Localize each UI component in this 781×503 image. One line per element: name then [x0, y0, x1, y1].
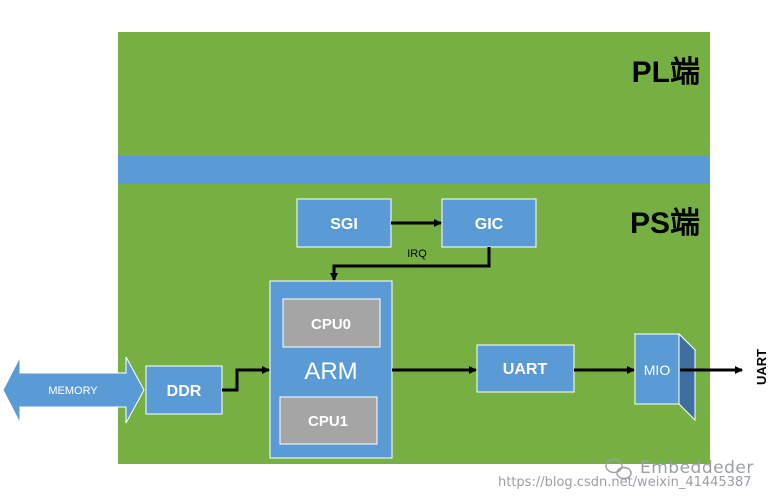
gic-block — [441, 198, 537, 248]
mio-box-side — [678, 332, 696, 422]
arm-label: ARM — [304, 358, 357, 385]
sgi-label: SGI — [330, 216, 358, 233]
gic-label: GIC — [475, 216, 504, 233]
ddr-label: DDR — [167, 383, 202, 400]
pl-region-label: PL端 — [632, 56, 700, 89]
memory-double-arrow — [2, 356, 145, 424]
ddr-block — [145, 365, 223, 415]
cpu0-block — [282, 298, 381, 348]
irq-label: IRQ — [407, 248, 427, 260]
cpu0-label: CPU0 — [311, 316, 351, 333]
memory-label: MEMORY — [48, 385, 98, 397]
uart-block — [476, 344, 575, 393]
sgi-block — [296, 198, 392, 248]
cpu1-label: CPU1 — [308, 413, 348, 430]
uart-label: UART — [503, 361, 548, 378]
watermark-url: https://blog.csdn.net/weixin_41445387 — [498, 475, 752, 490]
pl-ps-bus-band — [118, 156, 710, 184]
cpu1-block — [279, 396, 378, 445]
wechat-icon — [605, 458, 632, 480]
watermark-brand: Embeddeder — [640, 458, 754, 478]
uart-out-label: UART — [754, 349, 769, 385]
mio-label: MIO — [644, 362, 671, 378]
ddr-to-arm-arrow — [222, 366, 270, 392]
irq-arrow — [330, 247, 491, 281]
pl-region — [118, 32, 710, 156]
mio-block — [634, 333, 680, 405]
ps-region-label: PS端 — [630, 207, 700, 240]
ps-region — [118, 184, 710, 464]
